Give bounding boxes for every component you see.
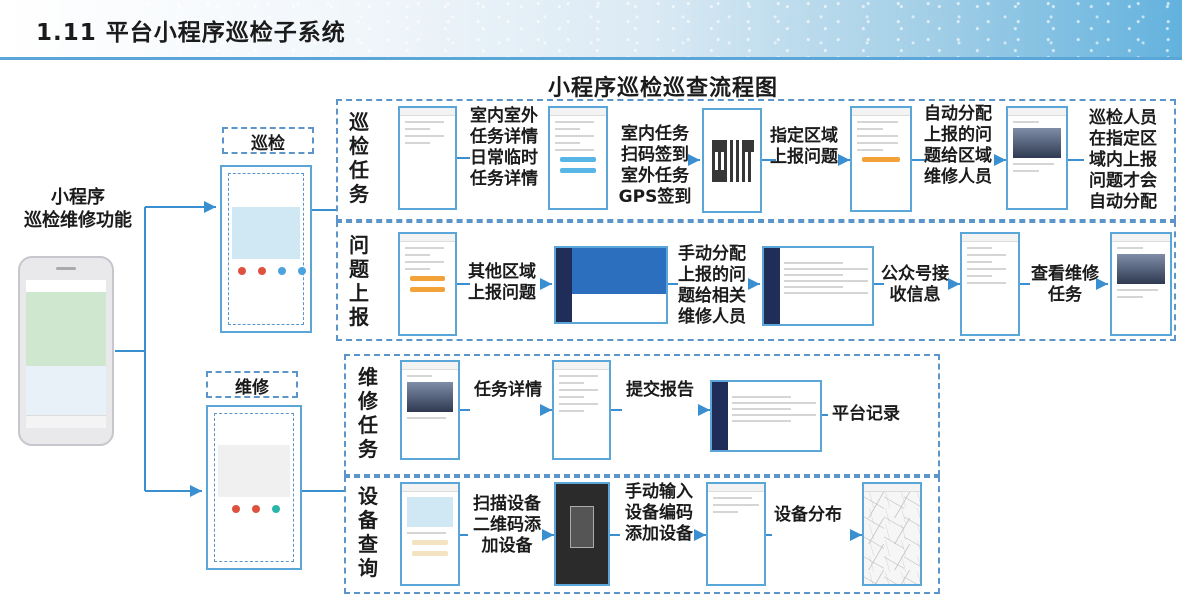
step-auto-assign: 自动分配 上报的问 题给区域 维修人员: [924, 104, 992, 187]
label-issue-report: 问题上报: [349, 233, 369, 329]
mini-program-label: 小程序 巡检维修功能: [24, 187, 132, 231]
step-area-report: 指定区域 上报问题: [770, 126, 838, 167]
phone-speaker: [56, 267, 76, 270]
step-repair-detail: 任务详情: [474, 380, 542, 400]
screenshot-device-map: [862, 482, 922, 586]
section-issue-report: [336, 221, 1176, 341]
repair-label: 维修: [235, 378, 269, 398]
repair-icon-teal: [272, 505, 280, 513]
screenshot-repair-task-view: [1110, 232, 1172, 336]
feature-icon-red: [238, 267, 246, 275]
label-device-query: 设备查询: [358, 484, 378, 580]
step-task-detail: 室内室外 任务详情 日常临时 任务详情: [470, 106, 538, 189]
step-checkin: 室内任务 扫码签到 室外任务 GPS签到: [618, 124, 692, 207]
phone-mockup: [18, 256, 114, 446]
step-submit-report: 提交报告: [626, 380, 694, 400]
screenshot-repair-list: [400, 360, 460, 460]
step-wechat-notify: 公众号接 收信息: [881, 264, 949, 305]
step-platform-record: 平台记录: [832, 404, 900, 424]
screenshot-wechat-message: [960, 232, 1020, 336]
qr-code-icon: [712, 140, 754, 182]
inspect-feature-icons: [238, 267, 306, 275]
inspect-app-screenshot: [220, 165, 312, 333]
repair-icon-red: [232, 505, 240, 513]
section-patrol-task: [336, 99, 1176, 221]
phone-screen: [26, 280, 106, 428]
step-manual-add-device: 手动输入 设备编码 添加设备: [625, 482, 693, 544]
screenshot-device-input: [706, 482, 766, 586]
screenshot-issue-form: [398, 232, 457, 336]
inspect-label-box: [222, 127, 314, 154]
phone-tab-bar: [26, 415, 106, 428]
screenshot-repair-detail: [552, 360, 611, 460]
robot-illustration: [232, 207, 300, 259]
section-device-query: [344, 476, 940, 594]
screenshot-assigned-task: [1006, 106, 1068, 210]
screenshot-task-checkin: [548, 106, 608, 210]
screenshot-device-scan: [400, 482, 460, 586]
feature-icon-blue-2: [298, 267, 306, 275]
screenshot-platform-home: [554, 246, 668, 324]
section-repair-task: [344, 354, 940, 476]
screenshot-task-list: [398, 106, 457, 210]
inspect-label: 巡检: [251, 134, 285, 154]
feature-icon-blue: [278, 267, 286, 275]
wrench-illustration: [218, 445, 290, 497]
header-banner: 1.11 平台小程序巡检子系统: [0, 0, 1182, 58]
feature-icon-red-2: [258, 267, 266, 275]
screenshot-report-form: [850, 106, 912, 212]
step-view-repair-task: 查看维修 任务: [1031, 264, 1099, 305]
repair-label-box: [206, 371, 298, 398]
step-other-area-report: 其他区域 上报问题: [468, 262, 536, 303]
map-street-area: [26, 366, 106, 418]
label-patrol-task: 巡检任务: [349, 110, 369, 206]
screenshot-platform-record: [710, 380, 822, 452]
repair-app-screenshot: [206, 405, 302, 570]
step-auto-assign-note: 巡检人员 在指定区 域内上报 问题才会 自动分配: [1089, 108, 1157, 212]
page-title: 1.11 平台小程序巡检子系统: [36, 20, 346, 46]
repair-icon-red-2: [252, 505, 260, 513]
step-device-distribution: 设备分布: [774, 505, 842, 525]
repair-feature-icons: [232, 505, 280, 513]
label-repair-task: 维修任务: [358, 365, 378, 461]
screenshot-assign-table: [762, 246, 874, 326]
screenshot-qr-scanner: [554, 482, 610, 586]
header-divider: [0, 57, 1182, 60]
map-green-area: [26, 292, 106, 366]
step-scan-add-device: 扫描设备 二维码添 加设备: [473, 494, 541, 556]
step-manual-assign: 手动分配 上报的问 题给相关 维修人员: [678, 244, 746, 327]
flow-title: 小程序巡检巡查流程图: [548, 76, 779, 101]
